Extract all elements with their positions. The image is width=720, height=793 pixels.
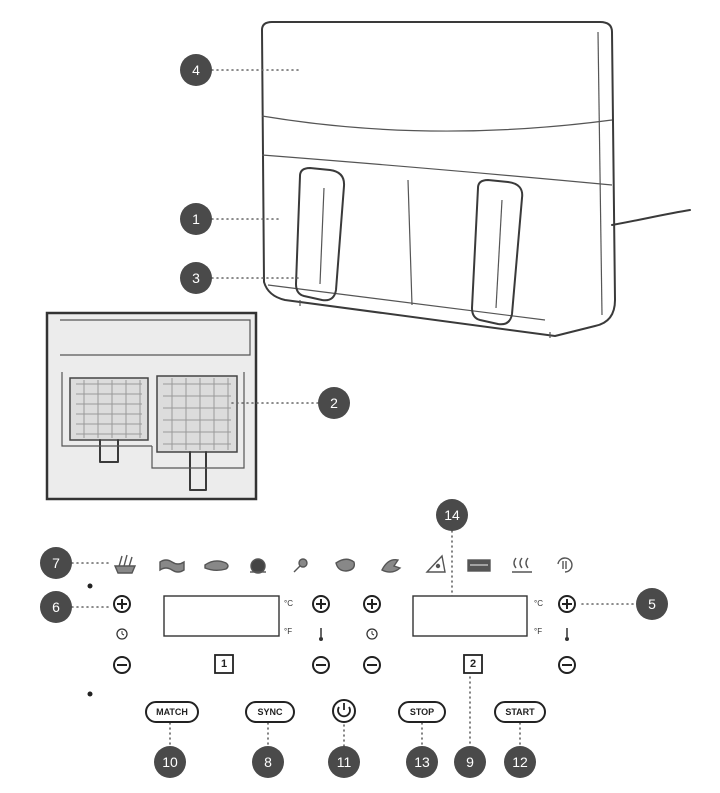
svg-text:4: 4 [192,62,200,78]
reheat-icon[interactable] [512,557,532,573]
callout-badge-6: 6 [40,591,72,623]
pizza-icon[interactable] [425,554,446,573]
stop-button[interactable]: STOP [398,701,446,723]
right-handle [471,179,524,326]
svg-text:10: 10 [162,754,178,770]
svg-text:SYNC: SYNC [257,707,283,717]
air-fryer-housing [261,21,616,337]
zone-2-controls: °C °F 2 [363,595,576,674]
zone-1-plus-button[interactable] [113,595,131,613]
zone-1-temp-plus-button[interactable] [312,595,330,613]
drumstick-icon[interactable] [293,558,308,573]
dehydrate-icon[interactable] [467,559,491,572]
callout-badge-2: 2 [318,387,350,419]
preset-icons [113,554,573,574]
sync-button[interactable]: SYNC [245,701,295,723]
zone-2-minus-button[interactable] [363,656,381,674]
bullet-dot [87,583,93,589]
zone-2-temp-minus-button[interactable] [558,656,576,674]
svg-text:14: 14 [444,507,460,523]
zone-2-thermometer-icon [565,628,569,641]
callout-badge-12: 12 [504,746,536,778]
sausage-icon[interactable] [204,560,229,571]
svg-text:1: 1 [192,211,200,227]
zone-2-timer-icon [366,628,378,640]
keep-warm-icon[interactable] [557,557,573,573]
callout-badge-10: 10 [154,746,186,778]
zone-1-controls: °C °F 1 [113,595,330,674]
fish-icon[interactable] [381,559,402,573]
left-basket [69,377,149,441]
steak-icon[interactable] [335,558,356,572]
callout-badge-11: 11 [328,746,360,778]
zone-1-temp-minus-button[interactable] [312,656,330,674]
callout-badge-7: 7 [40,547,72,579]
start-button[interactable]: START [494,701,546,723]
callout-badge-3: 3 [180,262,212,294]
drawer-inset [45,311,258,501]
callout-leaders [71,69,637,747]
zone-2-temp-plus-button[interactable] [558,595,576,613]
svg-text:3: 3 [192,270,200,286]
bullet-dot [87,691,93,697]
zone-1-unit-f: °F [284,627,292,636]
zone-2-plus-button[interactable] [363,595,381,613]
fries-icon[interactable] [113,554,137,574]
bacon-icon[interactable] [159,559,185,573]
callout-badge-13: 13 [406,746,438,778]
svg-text:11: 11 [337,754,352,770]
callout-badge-9: 9 [454,746,486,778]
zone-2-label: 2 [463,654,483,674]
svg-text:9: 9 [466,754,474,770]
svg-text:2: 2 [470,658,476,670]
svg-text:12: 12 [512,754,528,770]
svg-text:7: 7 [52,555,60,571]
zone-1-label: 1 [214,654,234,674]
match-button[interactable]: MATCH [145,701,199,723]
power-button[interactable] [332,699,356,723]
right-basket [156,375,238,453]
svg-text:5: 5 [648,596,656,612]
zone-2-display [412,595,528,637]
zone-1-minus-button[interactable] [113,656,131,674]
chicken-icon[interactable] [250,558,266,574]
power-icon [337,706,351,718]
svg-text:MATCH: MATCH [156,707,188,717]
svg-text:6: 6 [52,599,60,615]
callout-badge-8: 8 [252,746,284,778]
zone-1-unit-c: °C [284,599,293,608]
zone-1-timer-icon [116,628,128,640]
callout-badge-5: 5 [636,588,668,620]
left-handle [295,167,346,302]
power-cord [611,209,691,226]
svg-text:2: 2 [330,395,338,411]
zone-1-display [163,595,280,637]
svg-text:STOP: STOP [410,707,434,717]
svg-text:8: 8 [264,754,272,770]
svg-text:1: 1 [221,658,227,670]
callout-badge-14: 14 [436,499,468,531]
zone-1-thermometer-icon [319,628,323,641]
air-fryer-illustration [261,21,691,338]
zone-2-unit-f: °F [534,627,542,636]
svg-text:START: START [505,707,535,717]
callout-badge-4: 4 [180,54,212,86]
zone-2-unit-c: °C [534,599,543,608]
callout-badge-1: 1 [180,203,212,235]
svg-text:13: 13 [414,754,430,770]
